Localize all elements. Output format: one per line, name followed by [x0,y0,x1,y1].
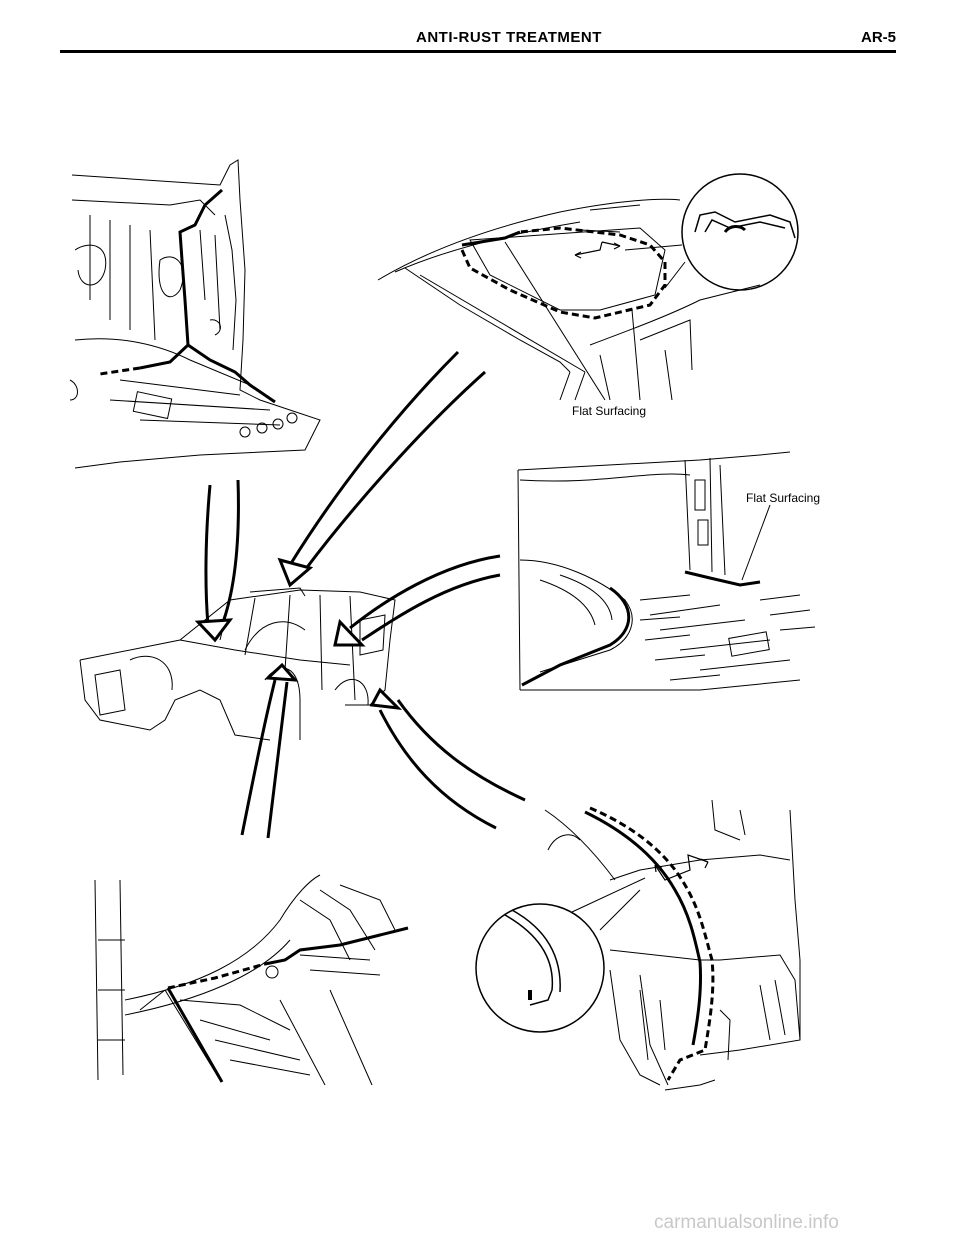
rear-quarter-sealer-line [99,188,276,404]
cargo-floor-view [517,451,816,691]
roof-callout-leaders [504,241,641,401]
page-header: ANTI-RUST TREATMENT AR-5 [60,0,896,53]
vehicle-body-shell [79,587,396,741]
cargo-floor-sealer-line [521,570,761,687]
wheelhouse-arrows [654,854,709,881]
side-sill-view [94,874,396,1086]
wheelhouse-detail-magnifier [475,877,646,1033]
pointer-arrows [194,350,526,839]
roof-arrows [574,241,621,259]
side-sill-sealer-line [166,926,409,1083]
section-title: ANTI-RUST TREATMENT [416,29,602,46]
roof-view [377,198,761,401]
floor-flat-surfacing-label: Flat Surfacing [746,491,821,505]
floor-callout-leader [741,504,771,581]
roof-flat-surfacing-label: Flat Surfacing [572,404,647,418]
page-number: AR-5 [860,29,896,46]
roof-detail-magnifier [624,173,799,291]
wheelhouse-sealer-line [584,806,715,1081]
watermark-text: carmanualsonline.info [654,1212,839,1233]
wheelhouse-view [544,799,801,1091]
header-rule [60,50,896,53]
rear-quarter-interior-view [69,159,321,469]
sunroof-sealer-line [460,226,667,320]
